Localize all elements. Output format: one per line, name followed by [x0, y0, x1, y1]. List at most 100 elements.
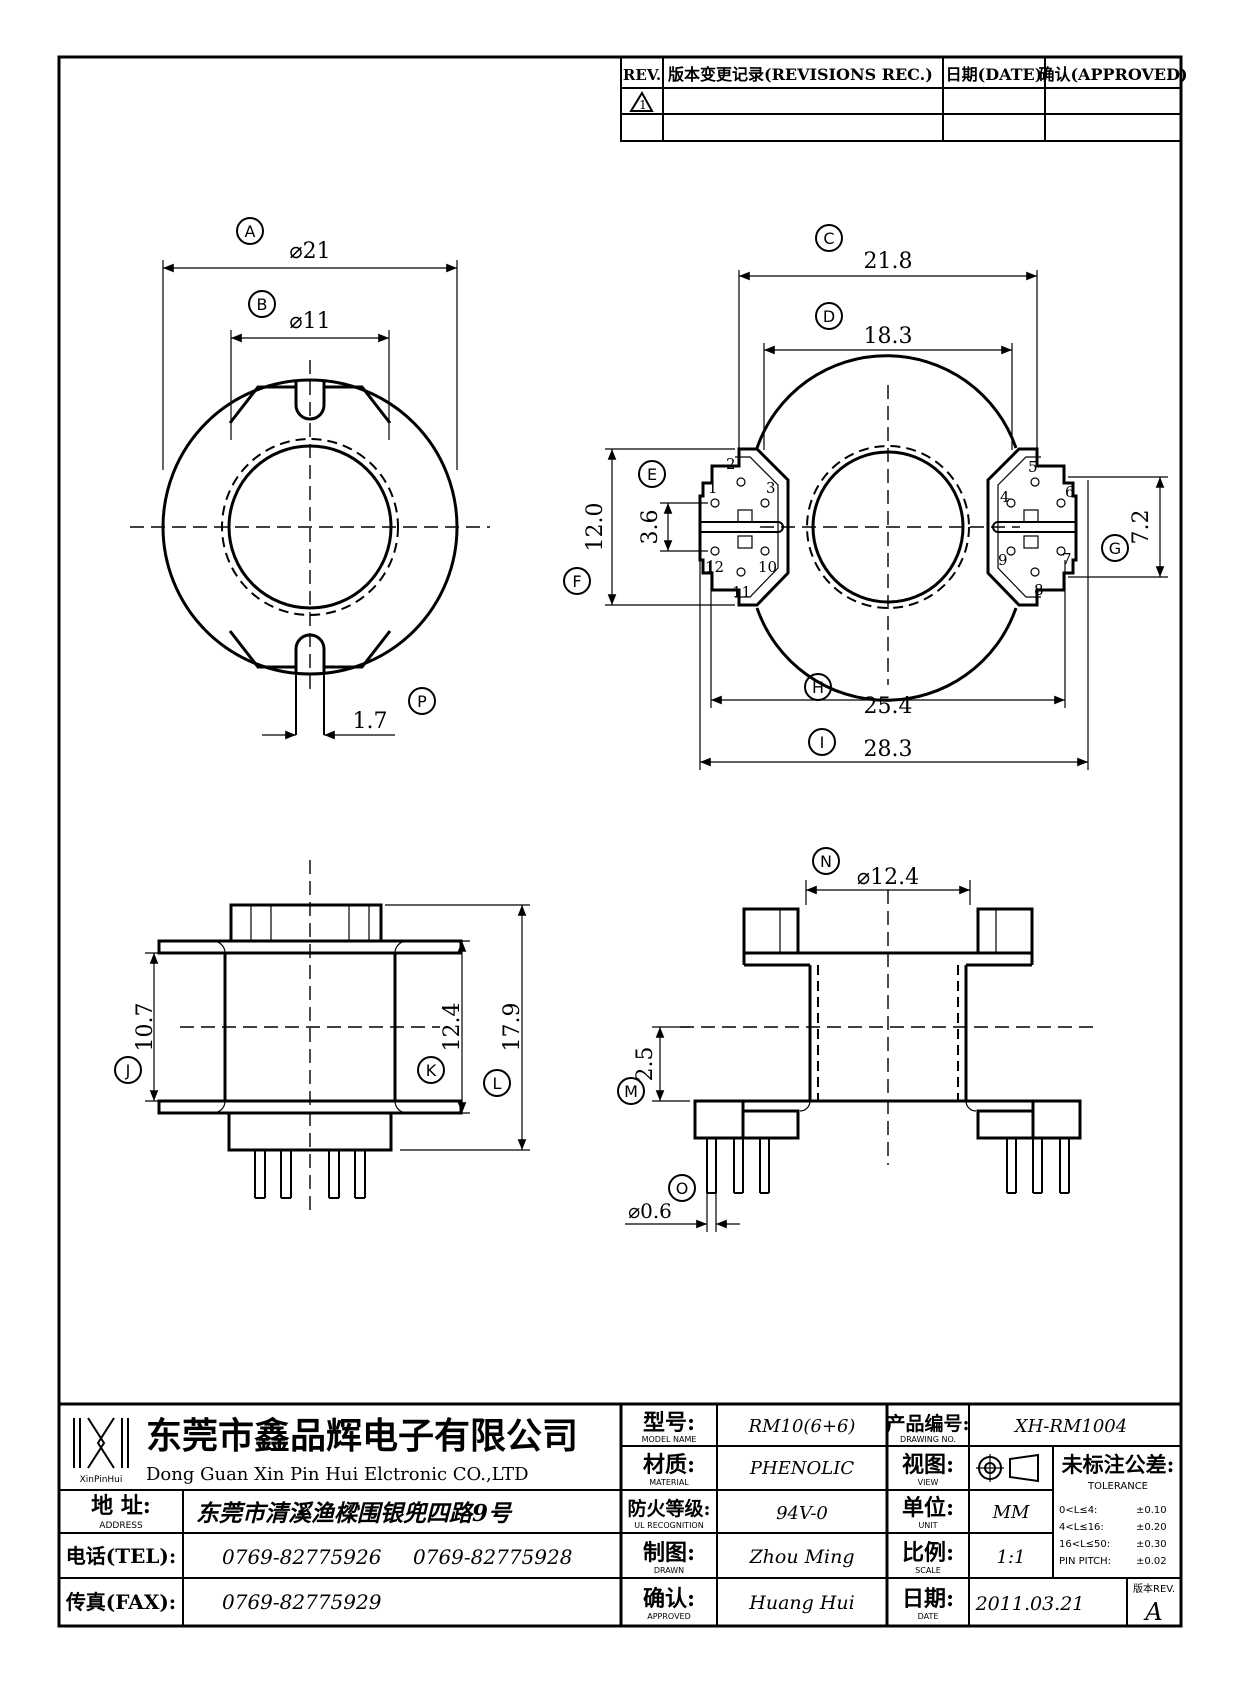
- dim-b: ⌀11: [289, 309, 330, 334]
- dim-k: 12.4: [440, 1003, 465, 1052]
- view-top-ring: [130, 260, 490, 740]
- callout-h: H: [804, 673, 832, 701]
- scale-value: 1:1: [997, 1547, 1026, 1568]
- svg-text:L: L: [493, 1074, 502, 1093]
- unit-value: MM: [992, 1502, 1030, 1523]
- drawing-no-value: XH-RM1004: [1013, 1416, 1127, 1437]
- tolerance-range-4: PIN PITCH:: [1059, 1556, 1111, 1567]
- scale-label-en: SCALE: [915, 1566, 941, 1575]
- tel-value-2: 0769-82775928: [413, 1545, 572, 1569]
- drawn-label: 制图:: [643, 1540, 695, 1566]
- drawing-no-label: 产品编号:: [886, 1412, 969, 1435]
- date-label: 日期:: [902, 1586, 954, 1612]
- svg-text:K: K: [426, 1061, 437, 1080]
- dim-j: 10.7: [133, 1003, 158, 1052]
- ul-label: 防火等级:: [627, 1497, 710, 1520]
- scale-label: 比例:: [902, 1540, 954, 1566]
- fax-label: 传真(FAX):: [65, 1590, 176, 1614]
- dim-f: 12.0: [583, 503, 608, 552]
- callout-a: A: [236, 217, 264, 245]
- callout-k: K: [417, 1056, 445, 1084]
- callout-c: C: [815, 224, 843, 252]
- model-value: RM10(6+6): [748, 1416, 856, 1437]
- svg-text:H: H: [812, 678, 824, 697]
- dim-m: 2.5: [633, 1047, 658, 1082]
- drawn-value: Zhou Ming: [748, 1546, 854, 1568]
- callout-i: I: [808, 728, 836, 756]
- approved-label-en: APPROVED: [647, 1612, 691, 1621]
- view-side-left: [145, 860, 530, 1210]
- date-label-en: DATE: [918, 1612, 939, 1621]
- callout-l: L: [483, 1069, 511, 1097]
- dim-h: 25.4: [864, 694, 913, 719]
- svg-text:B: B: [257, 295, 268, 314]
- drawing-no-label-en: DRAWING NO.: [900, 1435, 956, 1444]
- view-label-en: VIEW: [918, 1478, 939, 1487]
- pin-7: 7: [1062, 550, 1072, 568]
- company-name-en: Dong Guan Xin Pin Hui Elctronic CO.,LTD: [146, 1464, 529, 1485]
- model-label: 型号:: [643, 1410, 695, 1436]
- approved-label: 确认:: [643, 1586, 695, 1612]
- material-label: 材质:: [643, 1452, 695, 1478]
- callout-b: B: [248, 290, 276, 318]
- svg-text:J: J: [125, 1061, 131, 1080]
- company-logo: XinPinHui: [73, 1417, 129, 1485]
- tolerance-label-en: TOLERANCE: [1087, 1481, 1148, 1492]
- svg-text:A: A: [245, 222, 256, 241]
- dim-a: ⌀21: [289, 239, 330, 264]
- tolerance-value-3: ±0.30: [1136, 1539, 1167, 1550]
- svg-text:G: G: [1109, 539, 1121, 558]
- address-label: 地 址:: [91, 1493, 151, 1519]
- rev-header: REV.: [623, 66, 661, 84]
- projection-symbol-icon: [976, 1453, 1039, 1483]
- date-header: 日期(DATE): [946, 65, 1043, 84]
- sheet-border: [57, 55, 1183, 1628]
- svg-text:M: M: [624, 1082, 638, 1101]
- pin-3: 3: [766, 479, 776, 497]
- revisions-header: 版本变更记录(REVISIONS REC.): [667, 65, 933, 84]
- revision-triangle-icon: [629, 91, 654, 112]
- svg-text:C: C: [823, 229, 834, 248]
- callout-f: F: [563, 567, 591, 595]
- ul-label-en: UL RECOGNITION: [634, 1521, 703, 1530]
- tel-label: 电话(TEL):: [66, 1544, 177, 1568]
- dim-c: 21.8: [864, 249, 913, 274]
- svg-text:E: E: [647, 465, 657, 484]
- callout-g: G: [1101, 534, 1129, 562]
- unit-label: 单位:: [902, 1495, 954, 1521]
- svg-text:XinPinHui: XinPinHui: [80, 1475, 123, 1485]
- tel-value-1: 0769-82775926: [222, 1545, 382, 1569]
- callout-e: E: [638, 460, 666, 488]
- pin-5: 5: [1028, 458, 1038, 476]
- approved-header: 确认(APPROVED): [1038, 65, 1187, 84]
- revision-table: REV. 版本变更记录(REVISIONS REC.) 日期(DATE) 确认(…: [620, 56, 1188, 142]
- svg-text:D: D: [823, 307, 835, 326]
- callout-p: P: [408, 687, 436, 715]
- rev-label: 版本REV.: [1133, 1582, 1175, 1595]
- rev-value: A: [1143, 1598, 1162, 1626]
- tolerance-value-1: ±0.10: [1136, 1505, 1167, 1516]
- view-front-right: [625, 880, 1100, 1232]
- callout-m: M: [617, 1077, 645, 1105]
- tolerance-value-4: ±0.02: [1136, 1556, 1167, 1567]
- callout-j: J: [114, 1056, 142, 1084]
- callout-n: N: [812, 847, 840, 875]
- company-name-cn: 东莞市鑫品辉电子有限公司: [146, 1415, 578, 1457]
- svg-text:N: N: [820, 852, 832, 871]
- dim-i: 28.3: [864, 737, 913, 762]
- pin-6: 6: [1065, 483, 1075, 501]
- view-label: 视图:: [902, 1452, 954, 1478]
- tolerance-range-1: 0<L≤4:: [1059, 1505, 1097, 1516]
- dim-o: ⌀0.6: [628, 1199, 672, 1223]
- pin-11: 11: [732, 583, 751, 601]
- pin-9: 9: [998, 551, 1008, 569]
- pin-numbers: 1 2 3 4 5 6 7 8 9 10 11 12: [705, 455, 1075, 601]
- dim-g: 7.2: [1129, 510, 1154, 545]
- callout-d: D: [815, 302, 843, 330]
- pin-2: 2: [726, 455, 736, 473]
- pin-8: 8: [1034, 581, 1044, 599]
- tolerance-value-2: ±0.20: [1136, 1522, 1167, 1533]
- dim-n: ⌀12.4: [857, 865, 919, 890]
- material-label-en: MATERIAL: [649, 1478, 689, 1487]
